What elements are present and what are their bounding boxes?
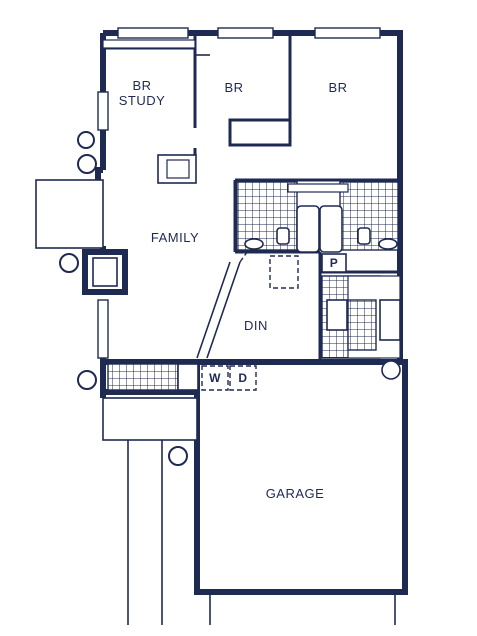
room-label-dining: DIN	[244, 318, 268, 333]
closet-shelf	[102, 39, 196, 49]
appliance-label-washer: W	[209, 371, 221, 385]
dining-partition	[196, 247, 251, 359]
pantry	[321, 253, 347, 273]
room-label-br-right: BR	[328, 80, 348, 95]
shrubs	[59, 131, 188, 466]
room-label-pantry: P	[329, 256, 339, 270]
room-label-br-middle: BR	[224, 80, 244, 95]
room-label-br-study: BR STUDY	[118, 78, 166, 108]
bathrooms	[236, 181, 399, 253]
laundry	[107, 363, 257, 391]
patio	[35, 179, 128, 295]
water-heater	[381, 360, 401, 380]
fireplace-hearth	[166, 159, 190, 179]
room-label-garage: GARAGE	[265, 486, 325, 501]
room-label-family: FAMILY	[150, 230, 200, 245]
front-walk	[102, 397, 396, 625]
top-windows	[97, 27, 381, 359]
appliance-label-dryer: D	[238, 371, 248, 385]
kitchen	[269, 255, 401, 359]
